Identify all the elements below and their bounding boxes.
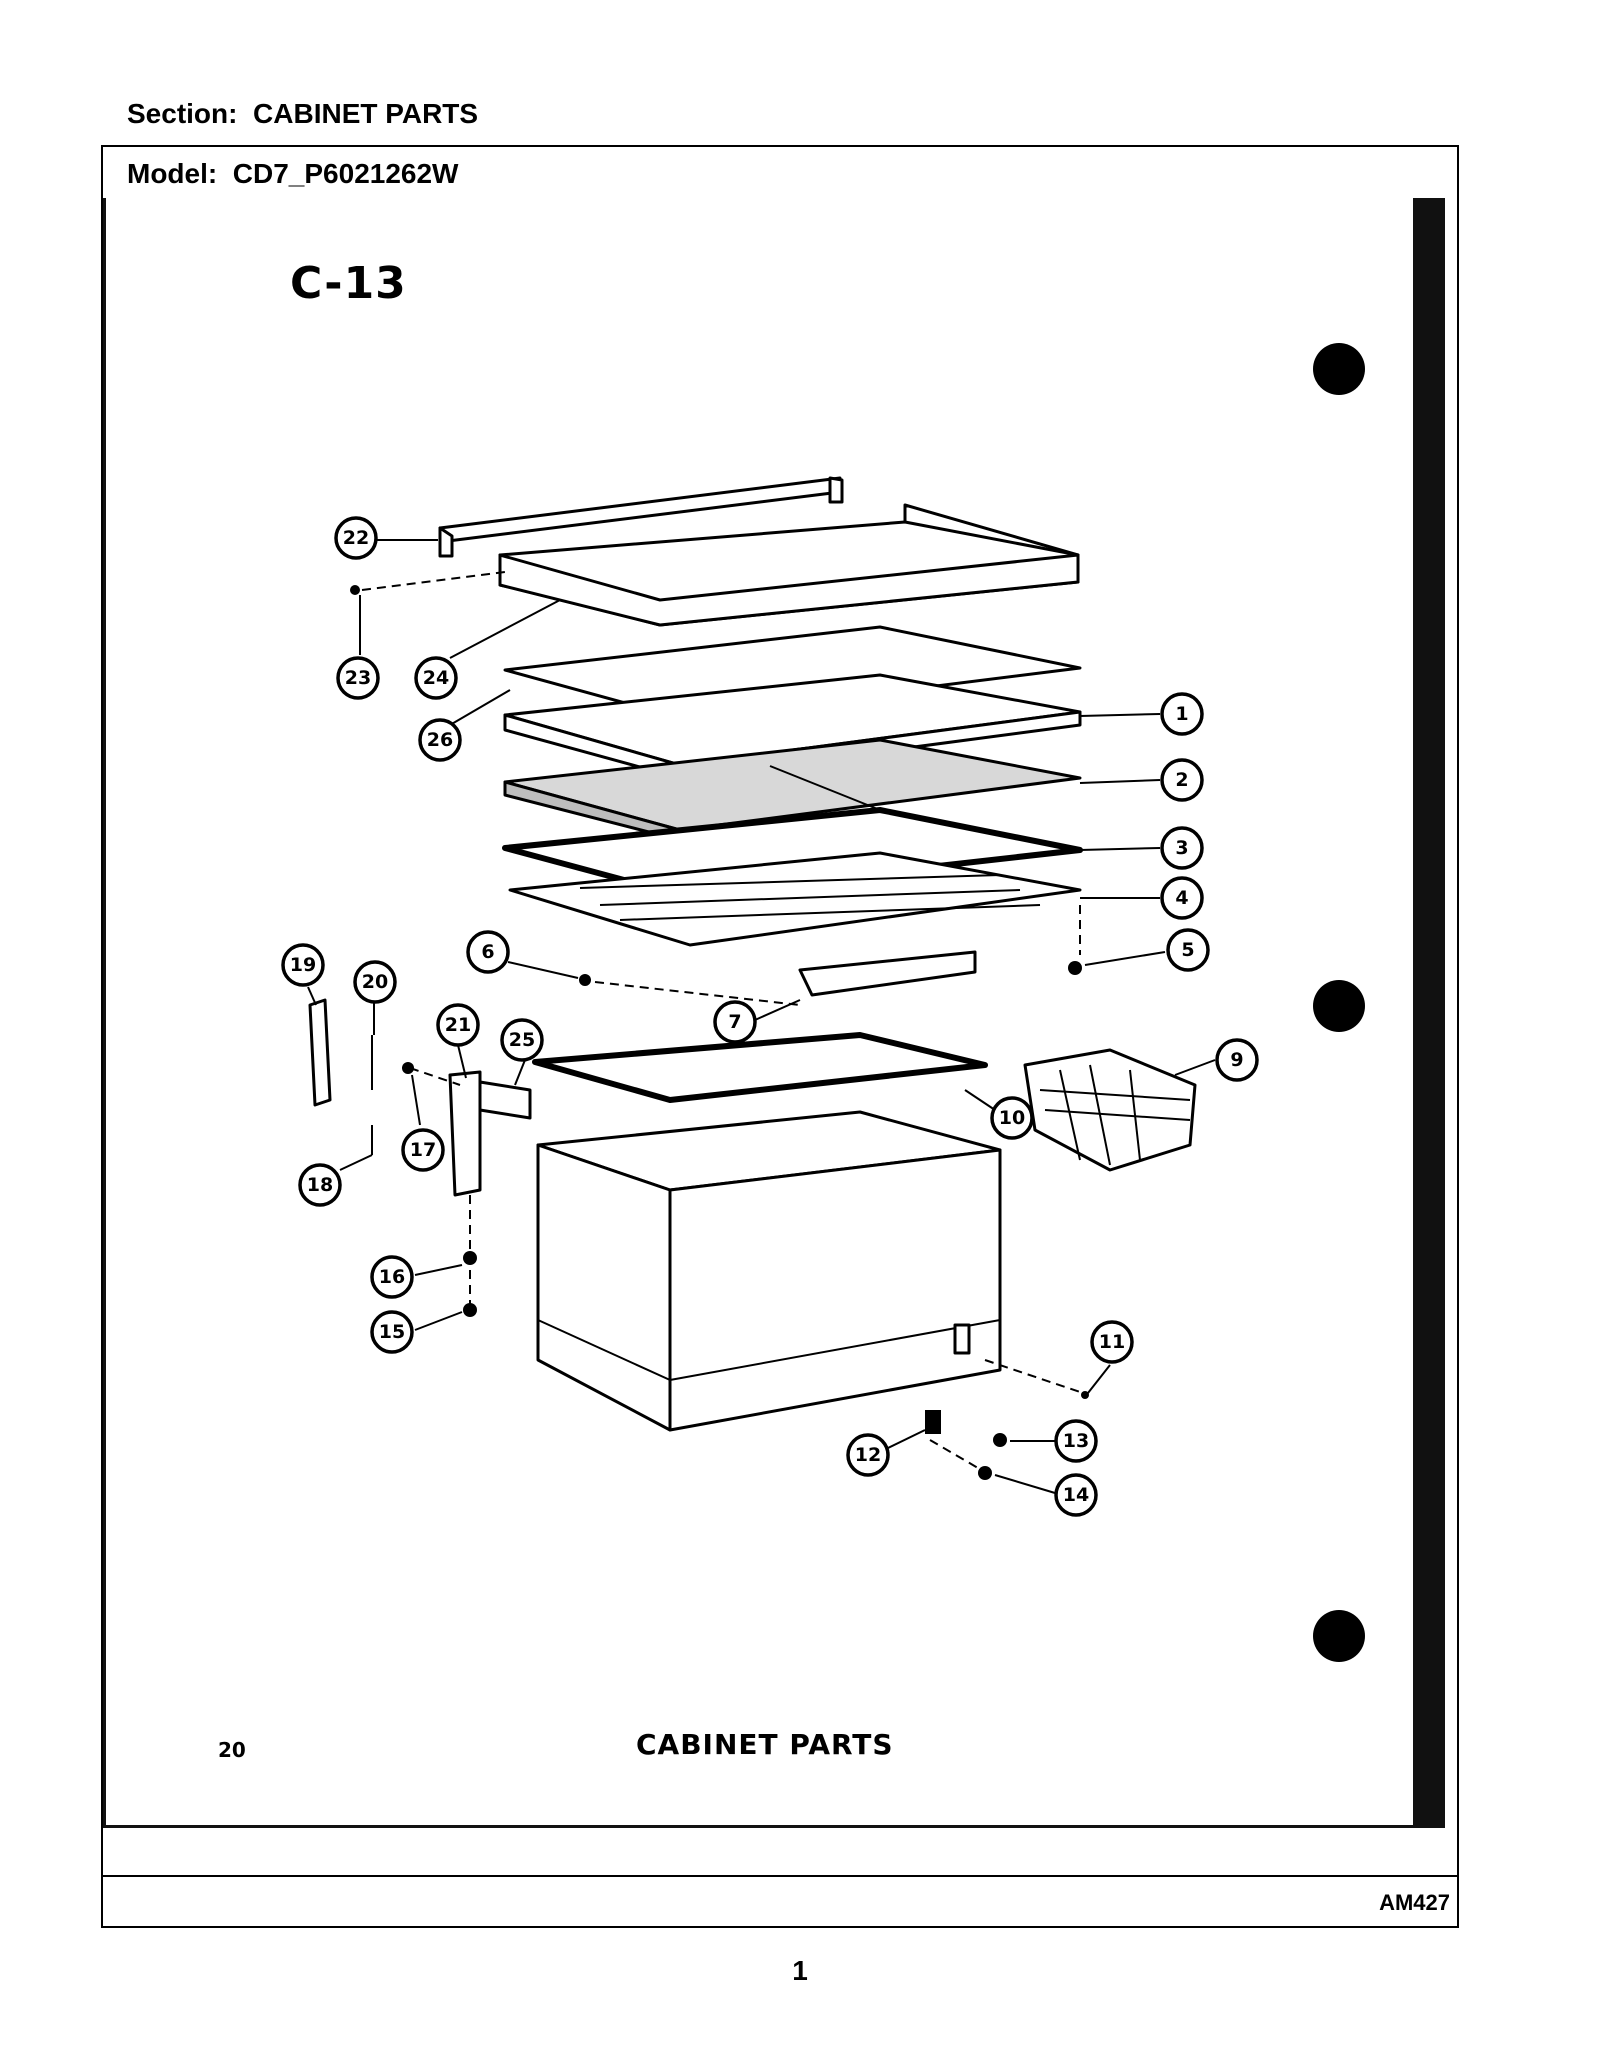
part-handle <box>798 950 977 997</box>
binder-hole-icon <box>1313 1610 1365 1662</box>
part-cabinet <box>536 1110 1002 1432</box>
callout-18: 18 <box>298 1163 342 1207</box>
svg-text:10: 10 <box>999 1107 1025 1129</box>
callout-10: 10 <box>990 1096 1034 1140</box>
part-lid-insulation <box>503 738 1082 842</box>
callout-4: 4 <box>1160 876 1204 920</box>
plug-icon <box>1081 1391 1089 1399</box>
diagram-caption: CABINET PARTS <box>636 1728 894 1761</box>
model-value: CD7_P6021262W <box>232 158 459 189</box>
svg-text:1: 1 <box>1175 703 1188 725</box>
screw-icon <box>579 974 591 986</box>
callout-24: 23 <box>336 656 380 700</box>
footer-divider <box>101 1875 1459 1877</box>
callout-19: 19 <box>281 943 325 987</box>
callout-26: 26 <box>418 718 462 762</box>
scan-edge-shadow <box>1413 198 1445 1828</box>
svg-text:6: 6 <box>481 941 494 963</box>
svg-text:19: 19 <box>290 954 316 976</box>
section-title: Section: CABINET PARTS <box>127 98 478 130</box>
svg-text:18: 18 <box>307 1174 333 1196</box>
model-label: Model: <box>127 158 218 189</box>
callout-21: 21 <box>436 1003 480 1047</box>
document-code: AM427 <box>1379 1890 1450 1915</box>
model-title: Model: CD7_P6021262W <box>127 158 458 190</box>
svg-text:25: 25 <box>509 1029 535 1051</box>
callout-9: 9 <box>1215 1038 1259 1082</box>
svg-text:3: 3 <box>1175 837 1188 859</box>
svg-text:16: 16 <box>379 1266 405 1288</box>
svg-text:24: 24 <box>423 667 449 689</box>
callout-7: 7 <box>713 1000 757 1044</box>
callout-14: 14 <box>1054 1473 1098 1517</box>
screw-icon <box>350 585 360 595</box>
binder-hole-icon <box>1313 343 1365 395</box>
svg-text:13: 13 <box>1063 1430 1089 1452</box>
svg-text:26: 26 <box>427 729 453 751</box>
screw-icon <box>402 1062 414 1074</box>
callout-12: 12 <box>846 1433 890 1477</box>
svg-text:5: 5 <box>1181 939 1194 961</box>
callout-16: 16 <box>370 1255 414 1299</box>
callout-6: 6 <box>466 930 510 974</box>
callout-15: 15 <box>370 1310 414 1354</box>
svg-text:21: 21 <box>445 1014 471 1036</box>
svg-text:22: 22 <box>343 527 369 549</box>
svg-text:23: 23 <box>345 667 371 689</box>
inner-page-number: 20 <box>218 1738 246 1762</box>
svg-text:9: 9 <box>1230 1049 1243 1071</box>
svg-text:14: 14 <box>1063 1484 1089 1506</box>
callout-23: 22 <box>334 516 378 560</box>
switch-icon <box>925 1410 941 1434</box>
callout-17: 17 <box>401 1128 445 1172</box>
callout-20: 20 <box>353 960 397 1004</box>
callout-13: 13 <box>1054 1419 1098 1463</box>
callout-22: 25 <box>500 1018 544 1062</box>
callout-11: 11 <box>1090 1320 1134 1364</box>
callout-1: 1 <box>1160 692 1204 736</box>
section-label: Section: <box>127 98 238 129</box>
page-frame <box>101 145 1459 1928</box>
callout-5: 5 <box>1166 928 1210 972</box>
part-lid-frame <box>498 520 1080 627</box>
svg-text:15: 15 <box>379 1321 405 1343</box>
part-inner-liner <box>508 851 1082 947</box>
diagram-code: C-13 <box>290 258 407 309</box>
svg-text:4: 4 <box>1175 887 1188 909</box>
page-number: 1 <box>792 1955 808 1986</box>
callout-3: 3 <box>1160 826 1204 870</box>
svg-text:7: 7 <box>728 1011 741 1033</box>
part-hinge-assembly <box>308 998 532 1197</box>
screw-icon <box>993 1433 1007 1447</box>
nut-icon <box>463 1303 477 1317</box>
section-value: CABINET PARTS <box>253 98 479 129</box>
svg-text:17: 17 <box>410 1139 436 1161</box>
part-basket <box>1023 1048 1197 1172</box>
svg-text:2: 2 <box>1175 769 1188 791</box>
callout-25: 24 <box>414 656 458 700</box>
binder-hole-icon <box>1313 980 1365 1032</box>
part-breaker-frame <box>532 1032 988 1103</box>
screw-icon <box>1068 961 1082 975</box>
svg-text:12: 12 <box>855 1444 881 1466</box>
svg-text:11: 11 <box>1099 1331 1125 1353</box>
callout-2: 2 <box>1160 758 1204 802</box>
svg-text:20: 20 <box>362 971 388 993</box>
